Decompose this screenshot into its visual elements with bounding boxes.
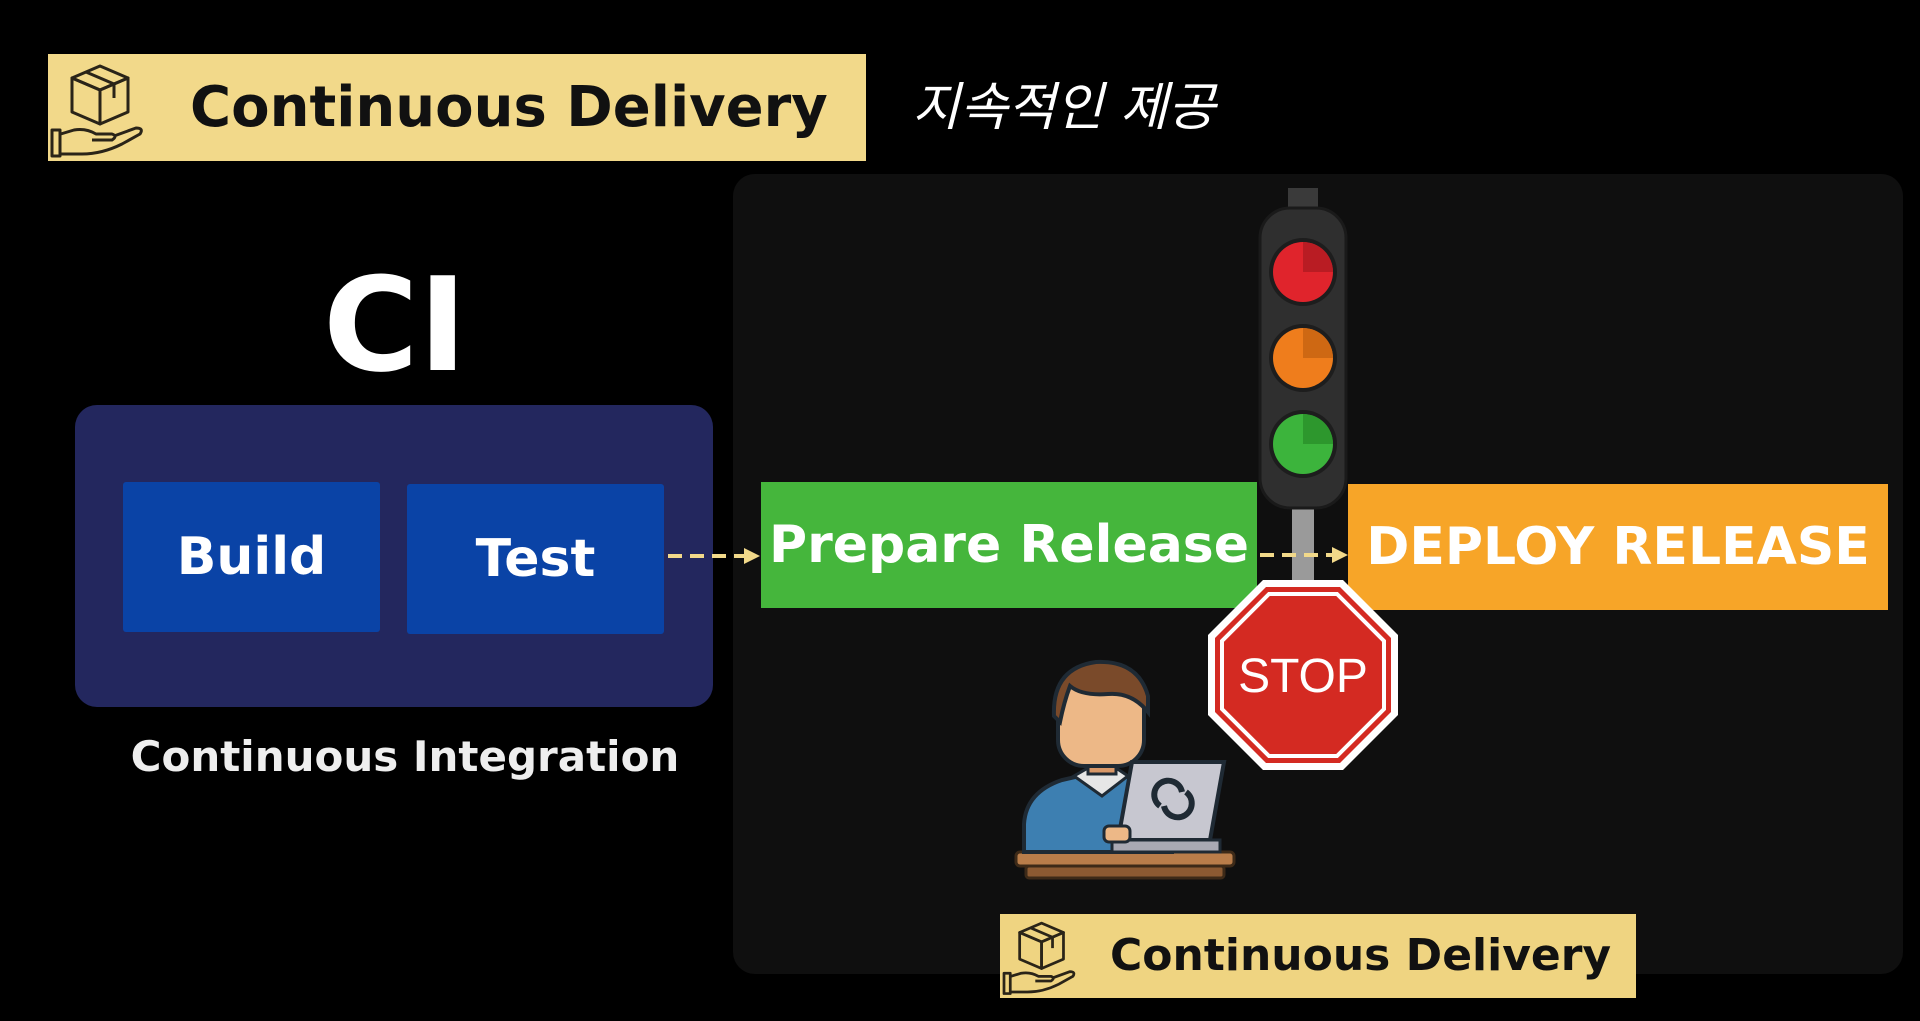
test-step: Test [407, 484, 664, 634]
developer-laptop-icon [1014, 659, 1236, 880]
prepare-release-box: Prepare Release [761, 482, 1257, 608]
footer-title: Continuous Delivery [1110, 930, 1612, 981]
title-banner [48, 54, 866, 161]
package-hand-icon [50, 64, 143, 158]
deploy-release-box: DEPLOY RELEASE [1348, 484, 1888, 610]
stop-sign-icon: STOP [1208, 580, 1398, 770]
footer-banner [1000, 914, 1636, 998]
ci-heading: CI [323, 249, 467, 401]
footer-package-hand-icon [1002, 921, 1076, 995]
arrow-ci-to-prepare [668, 548, 760, 564]
traffic-light-icon [1258, 188, 1348, 600]
build-step: Build [123, 482, 380, 632]
arrow-prepare-to-deploy [1260, 547, 1348, 563]
korean-subtitle: 지속적인 제공 [912, 78, 1216, 138]
ci-caption: Continuous Integration [130, 732, 680, 781]
page-title: Continuous Delivery [190, 75, 828, 140]
stop-sign-label: STOP [1238, 650, 1368, 703]
